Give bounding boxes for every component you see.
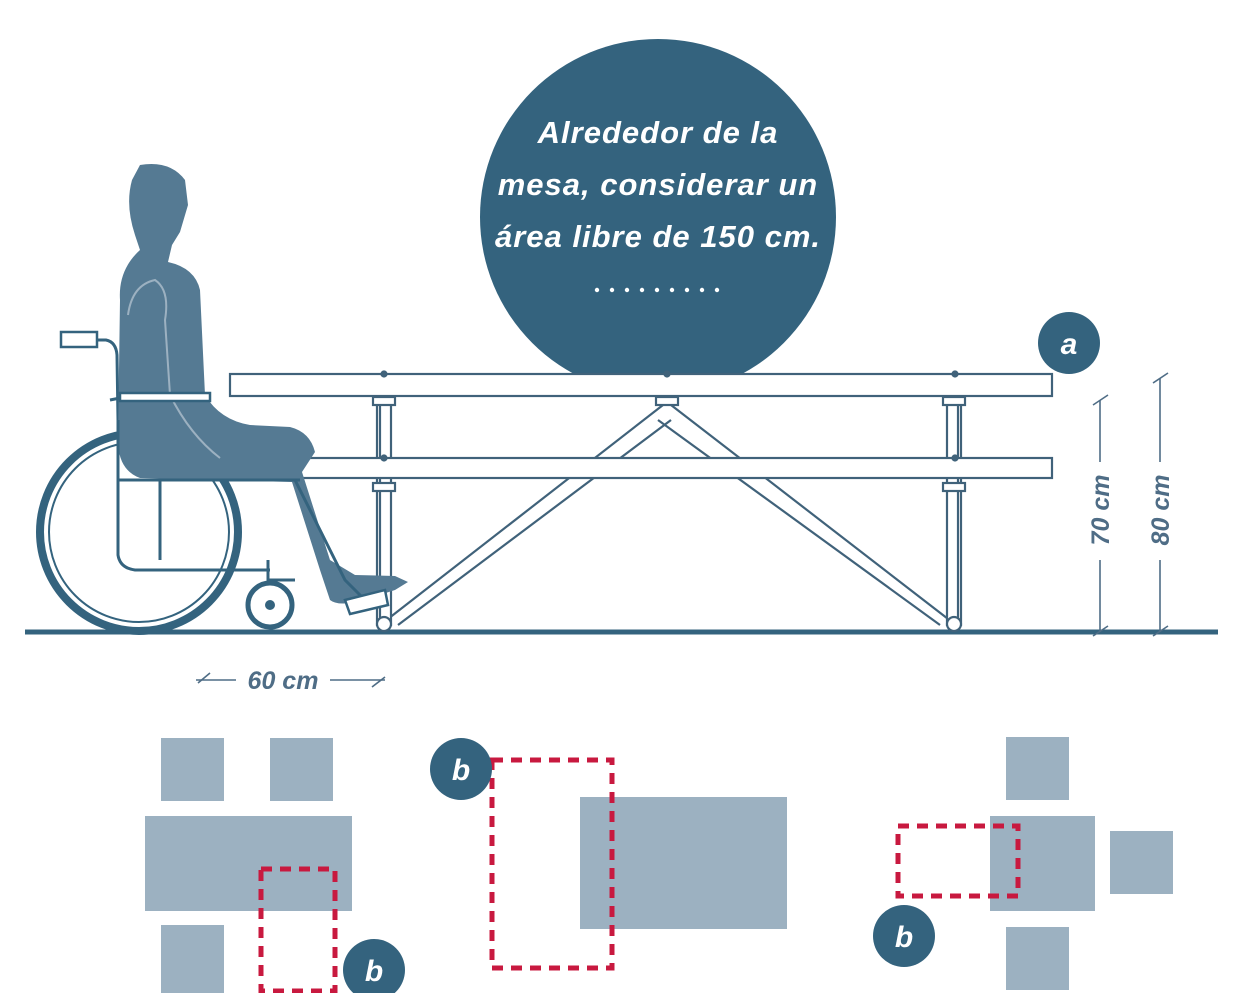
callout-bubble: Alrededor de la mesa, considerar un área…	[480, 39, 836, 395]
dimension-60cm-label: 60 cm	[248, 667, 319, 695]
dimension-80cm-label: 80 cm	[1147, 475, 1175, 546]
plan-left-chair	[161, 925, 224, 993]
callout-line-2: mesa, considerar un	[498, 167, 819, 202]
plan-right-chair	[1006, 737, 1069, 800]
wheelchair-user	[36, 164, 408, 635]
table-top	[228, 372, 1054, 398]
plan-left-chair	[270, 738, 333, 801]
plan-left-chair	[161, 738, 224, 801]
plan-middle-badge: b	[452, 754, 470, 787]
plan-right-chair	[1110, 831, 1173, 894]
plan-left-table	[145, 816, 352, 911]
picnic-table	[228, 370, 1054, 633]
plan-right-table	[990, 816, 1095, 911]
dimension-60cm: 60 cm	[196, 667, 386, 695]
callout-line-1: Alrededor de la	[537, 115, 779, 150]
plan-right-chair	[1006, 927, 1069, 990]
plan-middle-clearance	[489, 757, 615, 971]
table-bench	[289, 456, 1054, 480]
plan-left-badge: b	[365, 955, 383, 988]
dimension-80cm: 80 cm	[1147, 372, 1175, 637]
plan-left-clearance	[258, 866, 338, 993]
callout-dots	[594, 287, 720, 293]
plan-middle: b	[430, 738, 787, 971]
plan-left: b	[145, 738, 405, 993]
badge-a-label: a	[1061, 328, 1078, 361]
plan-right-clearance	[895, 823, 1021, 899]
badge-a: a	[1038, 312, 1100, 374]
plan-right: b	[873, 737, 1173, 990]
dimension-70cm: 70 cm	[1087, 394, 1115, 637]
callout-line-3: área libre de 150 cm.	[495, 219, 821, 254]
plan-right-badge: b	[895, 921, 913, 954]
dimension-70cm-label: 70 cm	[1087, 475, 1115, 546]
